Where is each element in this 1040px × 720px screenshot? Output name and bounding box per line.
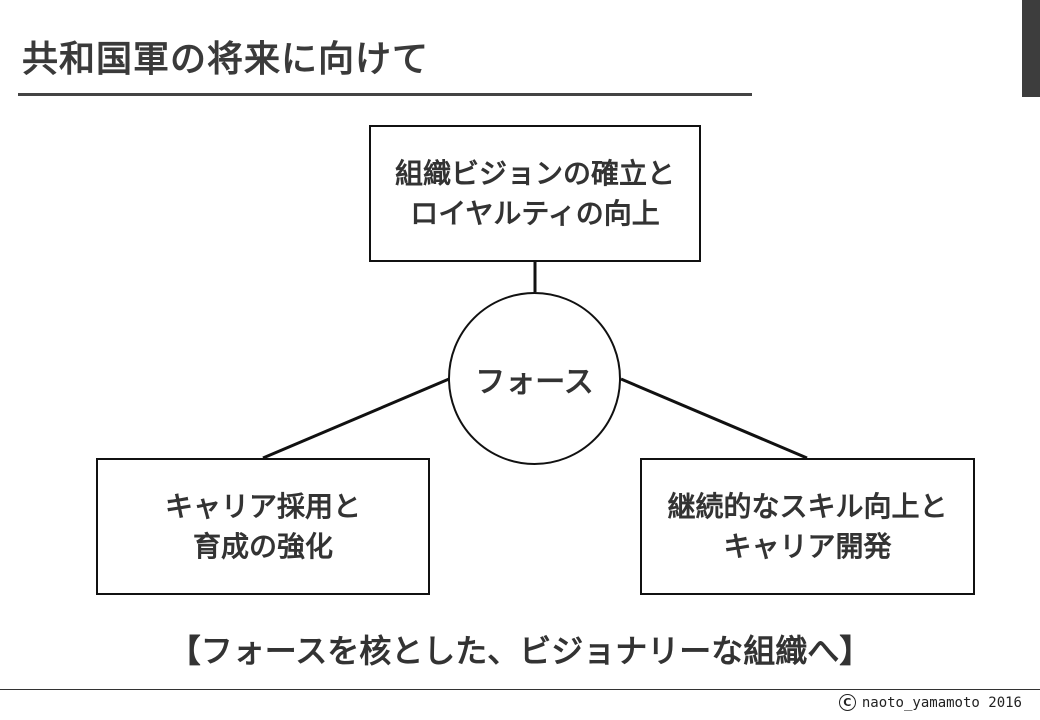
box-left-line-1: キャリア採用と [164, 489, 361, 523]
box-left-line-2: 育成の強化 [192, 529, 333, 563]
connector-left [262, 377, 450, 460]
copyright-text: naoto_yamamoto 2016 [861, 694, 1022, 711]
hub-label: フォース [475, 364, 594, 400]
connector-right [620, 377, 808, 460]
box-top-line-2: ロイヤルティの向上 [410, 196, 660, 230]
copyright: C naoto_yamamoto 2016 [838, 694, 1022, 711]
box-career-hiring: キャリア採用と 育成の強化 [96, 458, 430, 595]
title-underline [18, 93, 752, 96]
hub-circle-force: フォース [448, 292, 621, 465]
box-skill-development: 継続的なスキル向上と キャリア開発 [640, 458, 975, 595]
box-organization-vision: 組織ビジョンの確立と ロイヤルティの向上 [369, 125, 701, 262]
copyright-icon: C [838, 694, 856, 711]
slogan: 【フォースを核とした、ビジョナリーな組織へ】 [168, 632, 872, 670]
box-top-line-1: 組織ビジョンの確立と [394, 156, 675, 190]
box-right-line-2: キャリア開発 [723, 529, 892, 563]
slide-title: 共和国軍の将来に向けて [22, 39, 430, 80]
box-right-line-1: 継続的なスキル向上と [667, 489, 948, 523]
footer-divider [0, 689, 1040, 690]
corner-accent-bar [1022, 0, 1040, 97]
